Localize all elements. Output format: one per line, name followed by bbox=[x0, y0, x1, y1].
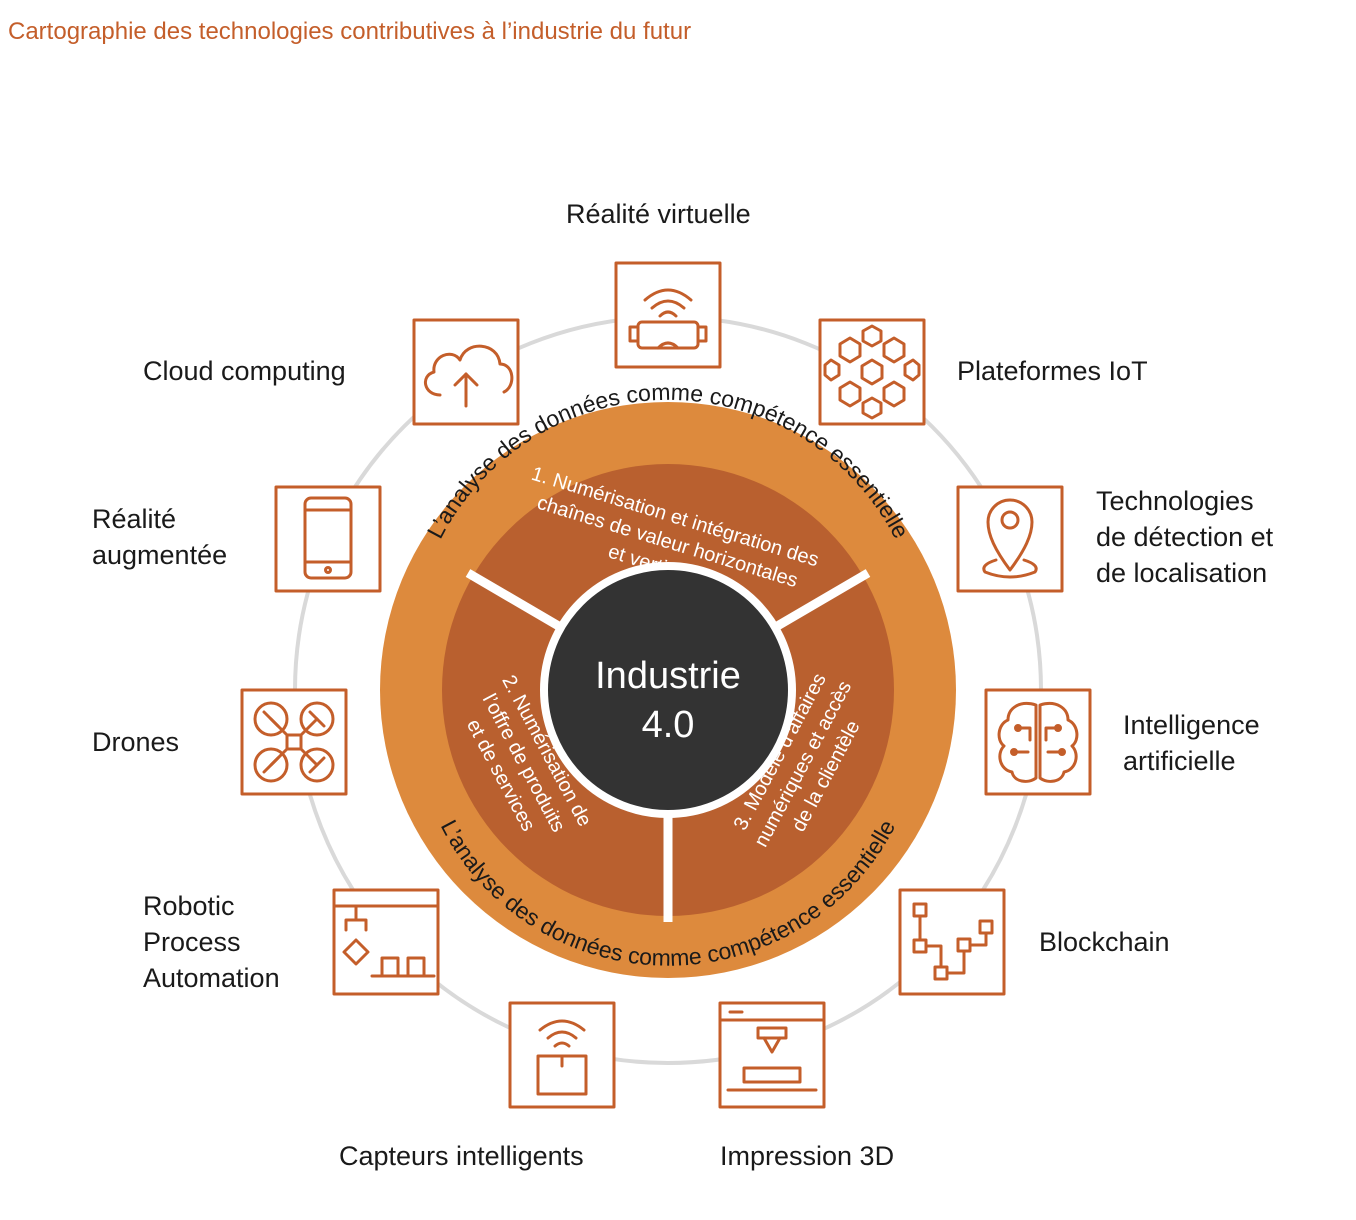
center-title-line-2: 4.0 bbox=[642, 704, 695, 746]
tech-label-location: Technologies de détection et de localisa… bbox=[1096, 486, 1274, 588]
center-circle bbox=[540, 562, 796, 818]
tech-label-sensors: Capteurs intelligents bbox=[339, 1141, 584, 1171]
drone-icon bbox=[240, 688, 348, 796]
brain-circuit-icon bbox=[984, 688, 1092, 796]
tech-label-rpa: Robotic Process Automation bbox=[143, 891, 280, 993]
tech-label-print3d: Impression 3D bbox=[720, 1141, 895, 1171]
hexagon-network-icon bbox=[818, 318, 926, 426]
cloud-upload-icon bbox=[412, 318, 520, 426]
page-title: Cartographie des technologies contributi… bbox=[8, 18, 692, 45]
tech-label-vr: Réalité virtuelle bbox=[566, 199, 751, 229]
center-title-line-1: Industrie bbox=[595, 655, 741, 697]
tech-label-blockchain: Blockchain bbox=[1039, 927, 1170, 957]
tech-label-drones: Drones bbox=[92, 727, 180, 757]
blockchain-icon bbox=[898, 888, 1006, 996]
smart-sensor-icon bbox=[508, 1001, 616, 1109]
robot-arm-icon bbox=[332, 888, 440, 996]
location-pin-icon bbox=[956, 485, 1064, 593]
smartphone-icon bbox=[274, 485, 382, 593]
tech-label-cloud: Cloud computing bbox=[143, 356, 346, 386]
tech-label-ai: Intelligence artificielle bbox=[1123, 710, 1260, 776]
tech-label-ar: Réalité augmentée bbox=[92, 504, 228, 570]
vr-headset-icon bbox=[614, 261, 722, 369]
tech-label-iot: Plateformes IoT bbox=[957, 356, 1148, 386]
3d-printer-icon bbox=[718, 1001, 826, 1109]
